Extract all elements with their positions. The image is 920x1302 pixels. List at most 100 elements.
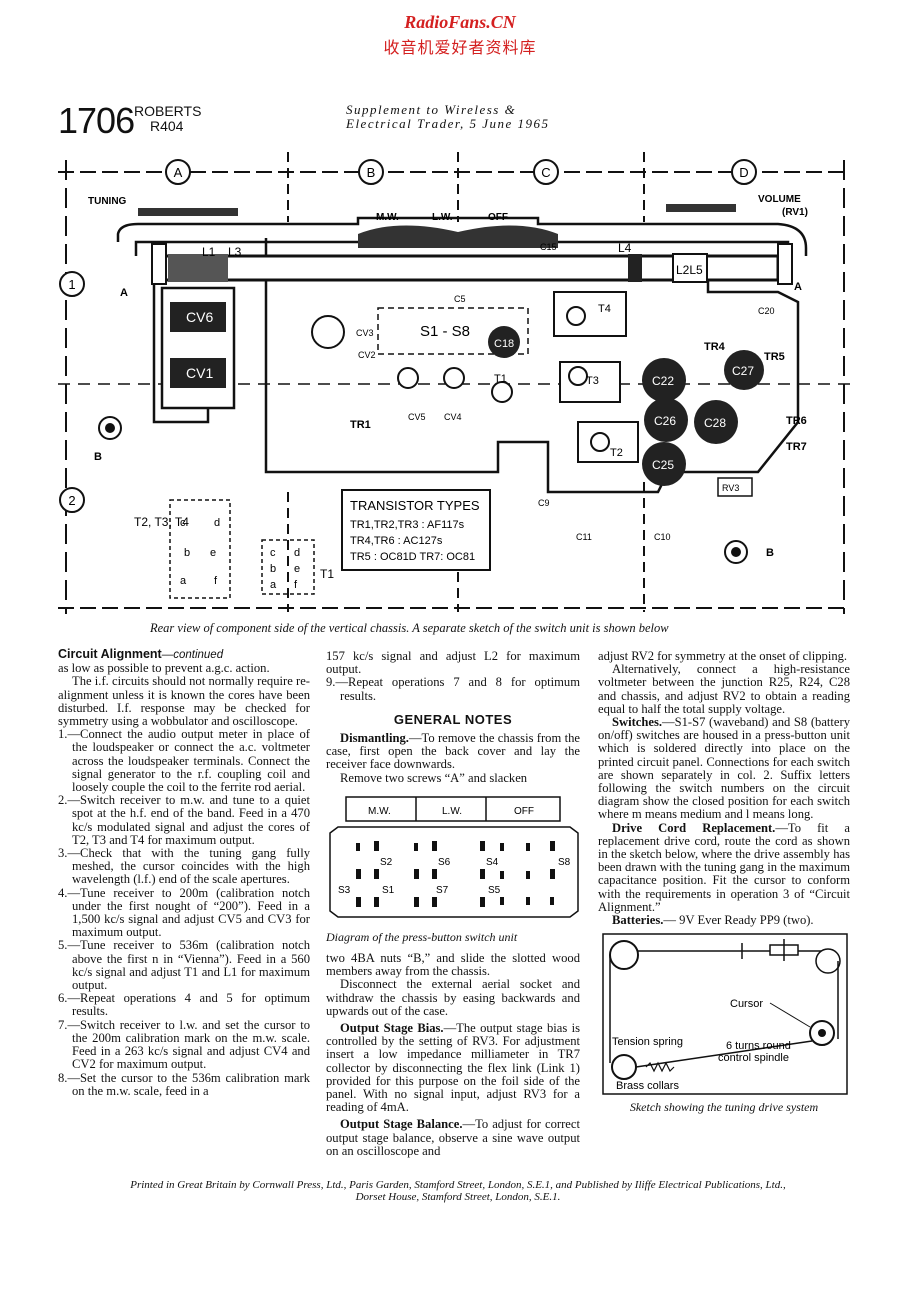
label-c5: C5 [454, 294, 466, 304]
label-c28: C28 [704, 416, 726, 430]
svg-text:b: b [184, 547, 190, 559]
switch-block-label: S1 - S8 [420, 323, 470, 340]
grid-label-d: D [739, 165, 748, 180]
step-7: 7.—Switch receiver to l.w. and set the c… [58, 1017, 310, 1072]
label-t1: T1 [494, 373, 507, 385]
output-balance-paragraph: Output Stage Balance.—To adjust for corr… [326, 1118, 580, 1158]
label-lw: L.W. [432, 212, 453, 223]
svg-text:c: c [270, 547, 276, 559]
batteries-lead: Batteries. [612, 913, 664, 928]
coil-l2l5 [672, 253, 708, 283]
label-volume-ref: (RV1) [782, 207, 808, 218]
label-cv3: CV3 [356, 328, 374, 338]
transistor-box-title: TRANSISTOR TYPES [350, 498, 480, 513]
step-9: 9.—Repeat operations 7 and 8 for optimum… [326, 675, 580, 703]
label-l2l5: L2L5 [676, 263, 703, 277]
grid-label-b: B [367, 165, 376, 180]
watermark-site: RadioFans.CN [404, 12, 516, 32]
coil-l1 [168, 254, 228, 282]
switch-unit-caption: Diagram of the press-button switch unit [326, 929, 518, 944]
gang-section-cv1 [170, 358, 226, 388]
label-c26: C26 [654, 414, 676, 428]
svg-text:d: d [214, 517, 220, 529]
step-2: 2.—Switch receiver to m.w. and tune to a… [58, 793, 310, 847]
intro-line: as low as possible to prevent a.g.c. act… [58, 661, 270, 676]
label-tr6: TR6 [786, 415, 807, 427]
switch-block-outline [377, 307, 529, 355]
output-bias-paragraph: Output Stage Bias.—The output stage bias… [326, 1021, 580, 1114]
t1-pinout-label: T1 [320, 567, 334, 581]
aerial-label-a-left: A [120, 287, 128, 299]
label-t4: T4 [598, 303, 611, 315]
column-3: adjust RV2 for symmetry at the onset of … [598, 649, 850, 1114]
step-5: 5.—Tune receiver to 536m (calibration no… [58, 938, 310, 993]
coil-group-label: T2, T3, T4 [134, 515, 189, 529]
push-buttons [358, 225, 558, 248]
label-cv2: CV2 [358, 350, 376, 360]
supplement-note: Supplement to Wireless & Electrical Trad… [346, 103, 550, 131]
switch-s6-label: S6 [438, 857, 451, 868]
label-tr1: TR1 [350, 419, 371, 431]
switch-lw-label: L.W. [442, 806, 462, 817]
label-r26-r20-r21: C10 [654, 532, 671, 542]
label-tr5: TR5 [764, 351, 785, 363]
nuts-paragraph: two 4BA nuts “B,” and slide the slotted … [326, 951, 580, 979]
label-off: OFF [488, 212, 508, 223]
rv3-preset [717, 477, 753, 497]
drive-cord-lead: Drive Cord Replacement. [612, 820, 776, 835]
label-t2: T2 [610, 447, 623, 459]
volume-knob [666, 204, 736, 212]
transistor-box-line-3: TR5 : OC81D TR7: OC81 [350, 551, 475, 563]
step-6: 6.—Repeat operations 4 and 5 for optimum… [58, 991, 310, 1019]
step-8: 8.—Set the cursor to the 536m calibratio… [58, 1070, 310, 1098]
drive-cord-paragraph: Drive Cord Replacement.—To fit a replace… [598, 820, 850, 914]
switch-s5-label: S5 [488, 885, 501, 896]
svg-text:f: f [294, 579, 298, 591]
switch-s7-label: S7 [436, 885, 449, 896]
transistor-box-line-2: TR4,TR6 : AC127s [350, 535, 443, 547]
batteries-text: — 9V Ever Ready PP9 (two). [663, 913, 814, 928]
grid-label-1: 1 [68, 277, 75, 292]
grid-label-2: 2 [68, 493, 75, 508]
label-l4: L4 [618, 241, 632, 255]
screws-line: Remove two screws “A” and slacken [340, 770, 528, 785]
switch-s8-label: S8 [558, 857, 571, 868]
switch-unit-diagram: M.W. L.W. OFF S2 S6 S4 S8 S3 S1 S7 S5 [329, 796, 579, 918]
sketch-turns-label: 6 turns round [726, 1040, 791, 1052]
fixing-screw-left: B [94, 416, 122, 463]
label-volume: VOLUME [758, 194, 801, 205]
output-balance-lead: Output Stage Balance. [340, 1117, 463, 1132]
output-balance-text: —To adjust for correct output stage bala… [326, 1117, 580, 1158]
transformers [311, 291, 639, 463]
dismantling-lead: Dismantling. [340, 731, 409, 746]
brand-name: ROBERTS [134, 103, 202, 119]
heading-text: Circuit Alignment [58, 647, 162, 661]
label-l1: L1 [202, 245, 216, 259]
label-cv5: CV5 [408, 412, 426, 422]
printer-imprint: Printed in Great Britain by Cornwall Pre… [58, 1179, 858, 1203]
alternative-paragraph: Alternatively, connect a high-resistance… [598, 662, 850, 716]
label-c16-group: C15 [540, 242, 557, 252]
model-heading: ROBERTS R404 [134, 104, 201, 134]
tuning-drive-sketch: Cursor Tension spring 6 turns round cont… [602, 933, 848, 1096]
column-1: Circuit Alignment—continued as low as po… [58, 647, 310, 1098]
tuning-knob [138, 208, 238, 216]
label-cv6: CV6 [186, 309, 213, 325]
rod-clip-right [777, 243, 793, 285]
circuit-alignment-heading: Circuit Alignment—continued [58, 647, 310, 662]
electrolytic-capacitors: C18 C22 C27 C26 C28 C25 [488, 326, 764, 486]
sketch-cursor-label: Cursor [730, 998, 763, 1010]
step-1: 1.—Connect the audio output meter in pla… [58, 727, 310, 795]
label-c22: C22 [652, 374, 674, 388]
fixing-screw-right: B [724, 540, 774, 564]
svg-text:a: a [180, 575, 187, 587]
output-bias-lead: Output Stage Bias. [340, 1021, 444, 1036]
label-rv3: RV3 [722, 483, 739, 493]
label-cv4: CV4 [444, 412, 462, 422]
supplement-line-1: Supplement to Wireless & [346, 102, 517, 117]
grid-label-c: C [541, 165, 550, 180]
dismantling-text: —To remove the chassis from the case, fi… [326, 731, 580, 772]
svg-text:d: d [294, 547, 300, 559]
label-c27: C27 [732, 364, 754, 378]
svg-text:c: c [180, 517, 186, 529]
